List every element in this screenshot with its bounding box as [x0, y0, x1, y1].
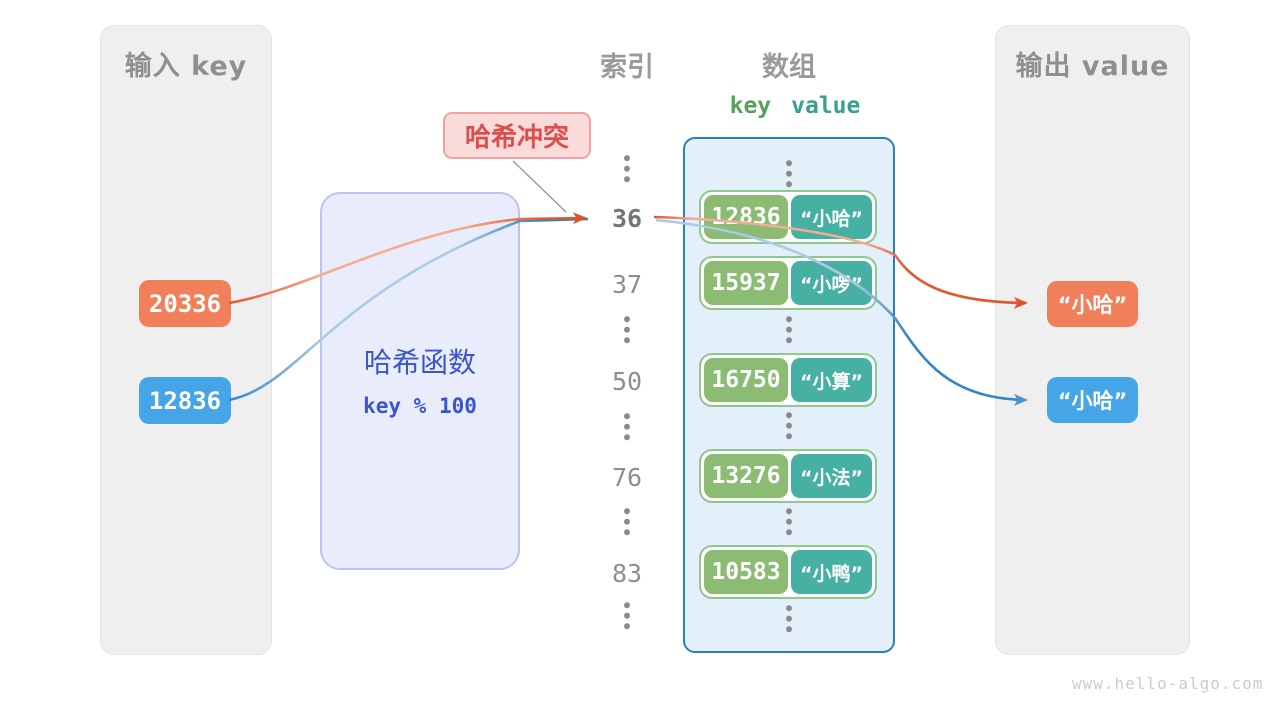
ellipsis-icon	[624, 413, 630, 444]
index-column-header: 索引	[600, 52, 654, 83]
index-value-50: 50	[611, 367, 643, 396]
key-cell: 10583	[704, 550, 788, 594]
output-panel: 输出 value	[995, 25, 1190, 655]
array-row: 10583 “小鸭”	[699, 545, 877, 599]
watermark: www.hello-algo.com	[1072, 674, 1264, 693]
value-cell: “小法”	[791, 454, 872, 498]
array-row: 13276 “小法”	[699, 449, 877, 503]
ellipsis-icon	[624, 508, 630, 539]
index-value-76: 76	[611, 463, 643, 492]
array-row: 16750 “小算”	[699, 353, 877, 407]
value-cell: “小算”	[791, 358, 872, 402]
key-cell: 15937	[704, 261, 788, 305]
array-key-value-header: key value	[705, 93, 885, 119]
output-value-box-blue: “小哈”	[1047, 377, 1138, 423]
value-cell: “小鸭”	[791, 550, 872, 594]
index-value-37: 37	[611, 270, 643, 299]
ellipsis-icon	[624, 155, 630, 186]
ellipsis-icon	[624, 316, 630, 347]
ellipsis-icon	[786, 160, 792, 191]
output-value-box-orange: “小哈”	[1047, 281, 1138, 327]
input-key-box-12836: 12836	[139, 377, 231, 424]
index-value-83: 83	[611, 559, 643, 588]
ellipsis-icon	[786, 412, 792, 443]
hash-function-box	[320, 192, 520, 570]
input-key-box-20336: 20336	[139, 280, 231, 327]
input-panel: 输入 key	[100, 25, 272, 655]
input-panel-title: 输入 key	[124, 51, 248, 82]
array-column-header: 数组	[762, 52, 816, 83]
ellipsis-icon	[624, 602, 630, 633]
value-cell: “小哈”	[791, 195, 872, 239]
index-value-36: 36	[611, 204, 643, 233]
collision-pointer-line	[512, 160, 567, 213]
ellipsis-icon	[786, 508, 792, 539]
hash-function-formula: key % 100	[363, 394, 477, 418]
key-cell: 13276	[704, 454, 788, 498]
array-row: 12836 “小哈”	[699, 190, 877, 244]
hash-collision-badge: 哈希冲突	[443, 112, 591, 159]
value-cell: “小啰”	[791, 261, 872, 305]
value-header-label: value	[791, 93, 861, 119]
key-header-label: key	[729, 93, 772, 119]
key-cell: 12836	[704, 195, 788, 239]
output-panel-title: 输出 value	[1015, 51, 1170, 82]
key-cell: 16750	[704, 358, 788, 402]
array-row: 15937 “小啰”	[699, 256, 877, 310]
ellipsis-icon	[786, 605, 792, 636]
hash-function-title: 哈希函数	[363, 346, 476, 379]
ellipsis-icon	[786, 316, 792, 347]
